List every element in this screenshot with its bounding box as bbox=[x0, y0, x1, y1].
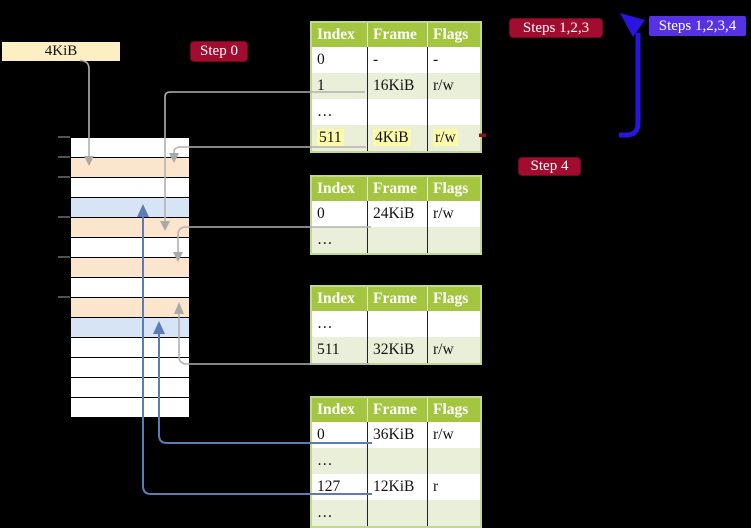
column-header-index: Index bbox=[317, 290, 355, 307]
memory-frame-row-peach bbox=[71, 258, 189, 278]
memory-frame-row-white bbox=[71, 338, 189, 358]
table-cell: - bbox=[367, 47, 427, 73]
memory-frame-row-white bbox=[71, 238, 189, 258]
frame-size-label: 4KiB bbox=[2, 42, 120, 61]
step0-badge: Step 0 bbox=[190, 41, 248, 62]
table-cell: … bbox=[317, 504, 333, 521]
highlighted-value: 4KiB bbox=[373, 129, 411, 146]
table-cell: 24KiB bbox=[367, 201, 427, 227]
column-header-flags: Flags bbox=[427, 23, 480, 47]
table-cell: … bbox=[317, 103, 333, 120]
table-cell: 16KiB bbox=[367, 73, 427, 99]
highlighted-value: r/w bbox=[433, 129, 458, 146]
table-cell bbox=[367, 500, 427, 526]
column-header-index: Index bbox=[317, 180, 355, 197]
table-row: 511 4KiB r/w bbox=[312, 125, 480, 151]
memory-frame-row-peach bbox=[71, 218, 189, 238]
table-cell: - bbox=[427, 47, 480, 73]
table-cell: r/w bbox=[427, 337, 480, 363]
loop-arrow-steps bbox=[619, 13, 645, 138]
memory-frame-row-white bbox=[71, 358, 189, 378]
memory-frame-row-blue bbox=[71, 318, 189, 338]
table-cell: 0 bbox=[317, 205, 325, 222]
table-row: … bbox=[312, 99, 480, 125]
memory-frame-row-peach bbox=[71, 298, 189, 318]
table-row: … bbox=[312, 500, 480, 526]
column-header-frame: Frame bbox=[367, 177, 427, 201]
physical-memory-column bbox=[70, 137, 190, 418]
table-cell: r/w bbox=[427, 201, 480, 227]
column-header-frame: Frame bbox=[367, 398, 427, 422]
table-cell bbox=[367, 99, 427, 125]
column-header-flags: Flags bbox=[427, 177, 480, 201]
table-cell bbox=[427, 99, 480, 125]
table-cell: 4KiB bbox=[367, 125, 427, 151]
table-cell bbox=[367, 311, 427, 337]
table-row: … bbox=[312, 311, 480, 337]
table-row: … bbox=[312, 227, 480, 253]
table-cell bbox=[427, 448, 480, 474]
memory-frame-row-blue bbox=[71, 198, 189, 218]
column-header-index: Index bbox=[317, 401, 355, 418]
table-cell: r/w bbox=[427, 73, 480, 99]
table-cell bbox=[367, 448, 427, 474]
table-row: 0 -- bbox=[312, 47, 480, 73]
table-cell: r/w bbox=[427, 125, 480, 151]
table-cell bbox=[427, 227, 480, 253]
table-cell: 12KiB bbox=[367, 474, 427, 500]
memory-frame-row-white bbox=[71, 278, 189, 298]
column-header-index: Index bbox=[317, 26, 355, 43]
table-cell: 511 bbox=[317, 341, 340, 358]
table-cell: 127 bbox=[317, 478, 341, 495]
memory-frame-row-white bbox=[71, 378, 189, 398]
column-header-frame: Frame bbox=[367, 287, 427, 311]
table-cell: r/w bbox=[427, 422, 480, 448]
table-row: … bbox=[312, 448, 480, 474]
table-cell bbox=[427, 311, 480, 337]
table-cell: 511 bbox=[312, 125, 367, 151]
loop-arrowhead bbox=[620, 13, 645, 37]
column-header-flags: Flags bbox=[427, 398, 480, 422]
memory-frame-row-peach bbox=[71, 158, 189, 178]
table-cell: … bbox=[317, 452, 333, 469]
step4-badge: Step 4 bbox=[518, 157, 581, 176]
table-cell: 0 bbox=[317, 426, 325, 443]
steps1234-badge: Steps 1,2,3,4 bbox=[649, 16, 746, 36]
table-cell: 32KiB bbox=[367, 337, 427, 363]
column-header-flags: Flags bbox=[427, 287, 480, 311]
table-cell: … bbox=[317, 315, 333, 332]
table-cell: … bbox=[317, 231, 333, 248]
memory-frame-row-white bbox=[71, 398, 189, 417]
memory-tick-marks bbox=[58, 136, 70, 298]
column-header-frame: Frame bbox=[367, 23, 427, 47]
highlighted-value: 511 bbox=[317, 129, 344, 146]
table-cell: 36KiB bbox=[367, 422, 427, 448]
table-cell bbox=[427, 500, 480, 526]
table-cell: 1 bbox=[317, 77, 325, 94]
table-cell: 0 bbox=[317, 51, 325, 68]
table-cell bbox=[367, 227, 427, 253]
memory-frame-row-white bbox=[71, 178, 189, 198]
steps123-badge: Steps 1,2,3 bbox=[509, 18, 603, 38]
table-cell: r bbox=[427, 474, 480, 500]
memory-frame-row-white bbox=[71, 138, 189, 158]
